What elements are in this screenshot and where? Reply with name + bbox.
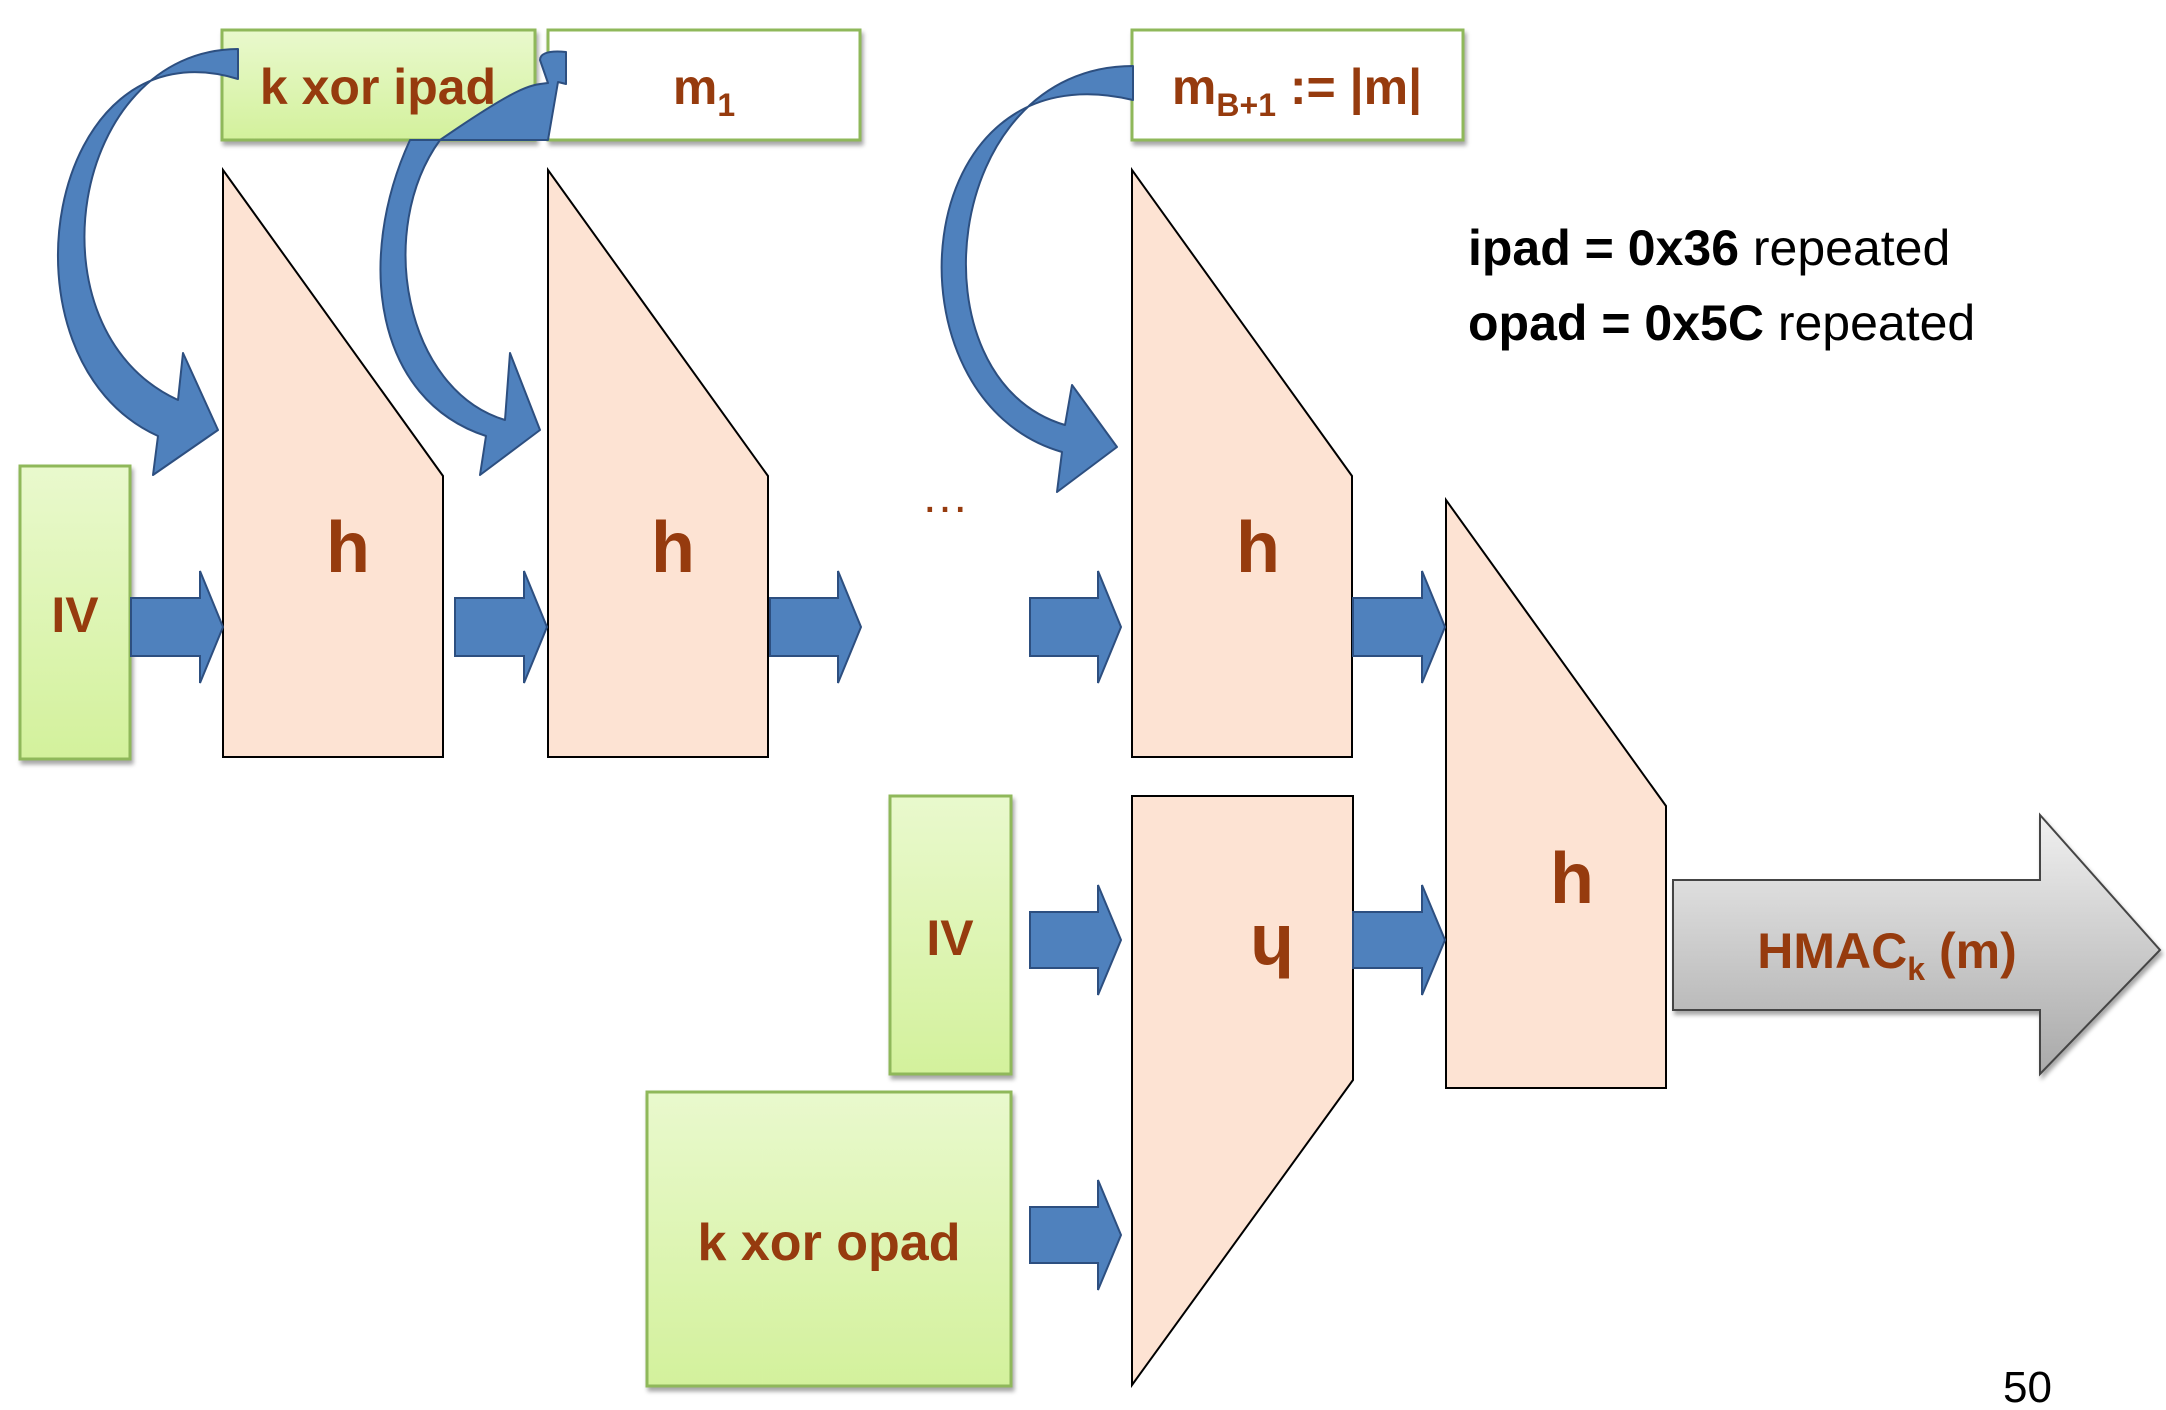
iv-top-label: IV bbox=[51, 587, 99, 643]
mB1-rest: := |m| bbox=[1276, 59, 1422, 116]
hmac-base: HMAC bbox=[1757, 923, 1907, 979]
arrow-iv-to-flipped bbox=[1029, 884, 1123, 996]
hmac-subscript: k bbox=[1907, 951, 1925, 987]
k-xor-ipad-label: k xor ipad bbox=[260, 59, 496, 115]
arrow-h1-to-h2 bbox=[454, 570, 549, 684]
legend-opad-rest: repeated bbox=[1764, 295, 1975, 351]
h-outer-label: h bbox=[1550, 839, 1594, 919]
hmac-output-arrow bbox=[1672, 812, 2162, 1077]
hmac-output-label: HMACk (m) bbox=[1757, 923, 2016, 987]
curved-arrow-3 bbox=[940, 65, 1134, 493]
h3-label: h bbox=[1236, 508, 1280, 588]
m1-subscript: 1 bbox=[717, 87, 735, 123]
m1-block bbox=[546, 28, 862, 142]
compression-h1 bbox=[222, 166, 444, 758]
legend-opad-bold: opad = 0x5C bbox=[1468, 295, 1764, 351]
hmac-rest: (m) bbox=[1925, 923, 2017, 979]
ellipsis: … bbox=[921, 470, 969, 523]
iv-bottom-block bbox=[888, 794, 1013, 1076]
arrow-h2-out bbox=[769, 570, 863, 684]
h-flipped-label: h bbox=[1250, 910, 1294, 990]
compression-h3 bbox=[1131, 166, 1353, 758]
compression-h-outer bbox=[1445, 496, 1667, 1089]
iv-top-block bbox=[18, 464, 132, 761]
arrow-flipped-to-outer bbox=[1352, 884, 1447, 996]
k-xor-opad-block bbox=[645, 1090, 1013, 1388]
arrow-h3-to-outer bbox=[1352, 570, 1447, 684]
h2-label: h bbox=[651, 508, 695, 588]
arrow-into-h3 bbox=[1029, 570, 1123, 684]
legend-ipad: ipad = 0x36 repeated bbox=[1468, 220, 1950, 276]
mB1-base: m bbox=[1172, 59, 1216, 115]
arrow-opad-to-flipped bbox=[1029, 1179, 1123, 1291]
curved-arrow-2 bbox=[379, 50, 567, 476]
page-number: 50 bbox=[2003, 1363, 2052, 1410]
k-xor-opad-label: k xor opad bbox=[698, 1214, 961, 1272]
m1-base: m bbox=[673, 59, 717, 115]
compression-h2 bbox=[547, 166, 769, 758]
m1-label: m1 bbox=[673, 59, 735, 123]
mB1-label: mB+1 := |m| bbox=[1172, 59, 1422, 123]
compression-h-flipped bbox=[1131, 795, 1354, 1389]
arrow-iv-to-h1 bbox=[130, 570, 225, 684]
curved-arrow-1 bbox=[57, 48, 239, 476]
iv-bottom-label: IV bbox=[926, 910, 974, 966]
legend-ipad-rest: repeated bbox=[1739, 220, 1950, 276]
h1-label: h bbox=[326, 508, 370, 588]
legend-ipad-bold: ipad = 0x36 bbox=[1468, 220, 1739, 276]
legend-opad: opad = 0x5C repeated bbox=[1468, 295, 1975, 351]
mB1-subscript: B+1 bbox=[1216, 87, 1276, 123]
